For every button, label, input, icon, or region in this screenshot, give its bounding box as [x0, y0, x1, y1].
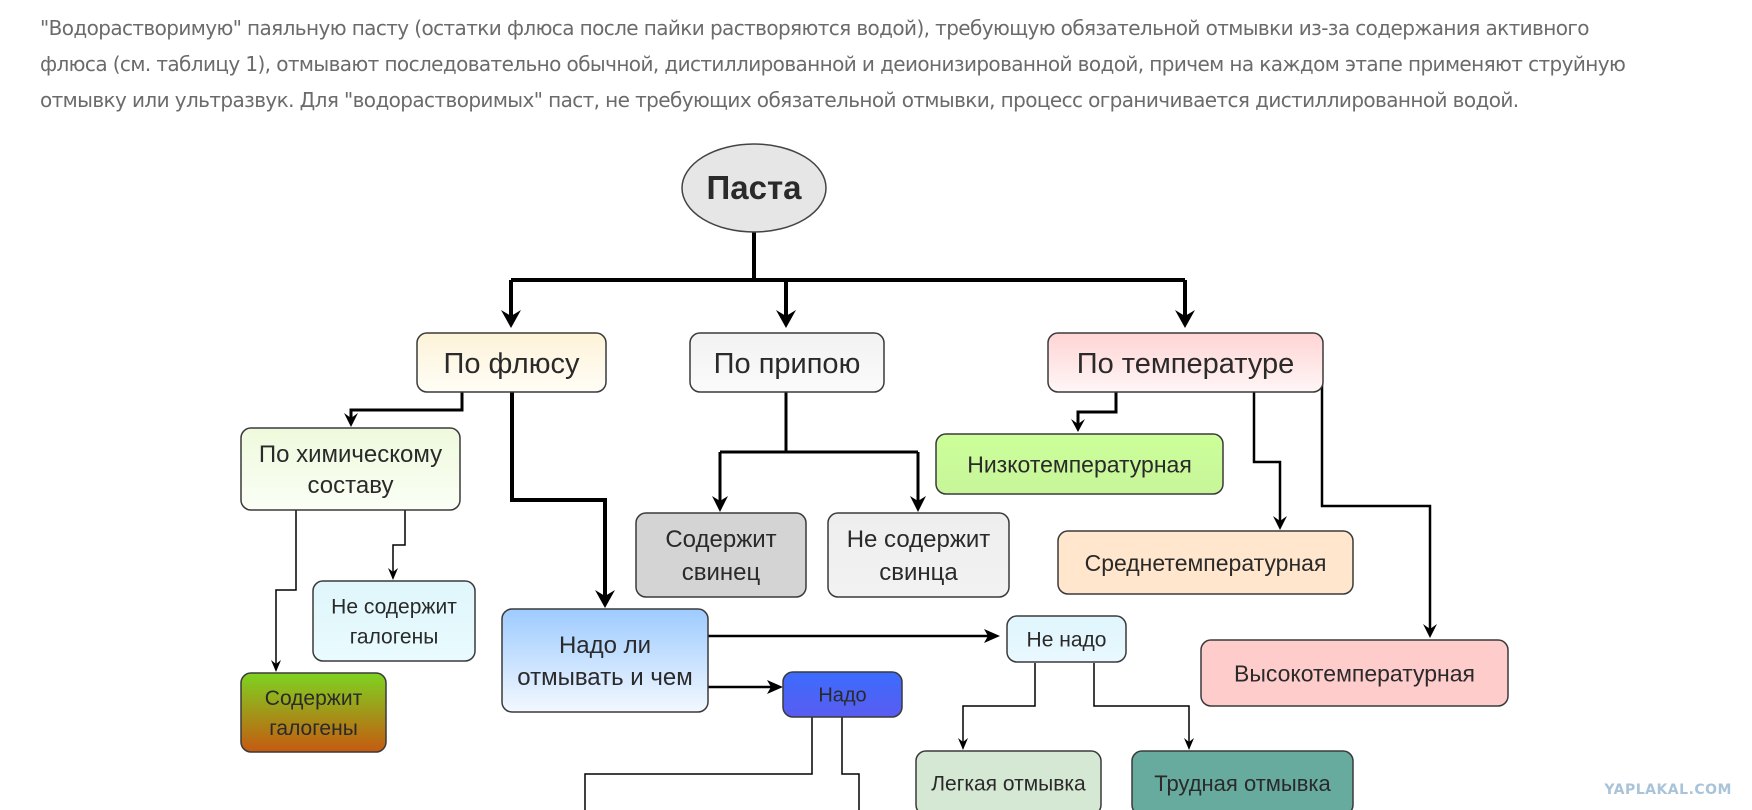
node-label-low-temp: Низкотемпературная [967, 451, 1192, 477]
node-box-by-chem [240, 427, 461, 511]
node-by-temp: По температуре [1047, 332, 1324, 393]
connector-chem-no-halogens [392, 510, 406, 572]
arrowhead-icon [1184, 738, 1194, 750]
connectors [275, 230, 1432, 810]
node-box-high-temp [1200, 639, 1509, 707]
node-label-has-halogens: галогены [269, 717, 358, 740]
node-label-by-solder: По припою [714, 348, 861, 380]
node-label-has-lead: Содержит [665, 526, 776, 553]
connector-flux-wash [510, 392, 607, 598]
node-no-need: Не надо [1006, 615, 1127, 663]
arrowhead-icon [767, 680, 783, 694]
node-box-no-halogens [312, 580, 476, 662]
node-box-easy-wash [915, 750, 1102, 810]
arrowhead-icon [958, 738, 968, 750]
node-no-lead: Не содержит свинца [827, 512, 1010, 598]
node-label-wash-q: отмывать и чем [517, 664, 692, 691]
node-label-mid-temp: Среднетемпературная [1085, 550, 1327, 576]
arrowheads [271, 310, 1437, 750]
arrowhead-icon [1175, 310, 1195, 328]
node-has-halogens: Содержит галогены [240, 672, 387, 753]
arrowhead-icon [1423, 624, 1437, 638]
intro-line: "Водорастворимую" паяльную пасту (остатк… [40, 16, 1589, 40]
arrowhead-icon [1071, 419, 1085, 432]
connector-no-need-hard [1093, 663, 1190, 742]
node-label-wash-q: Надо ли [559, 632, 651, 659]
connector-temp-low [1076, 392, 1118, 425]
node-wash-q: Надо ли отмывать и чем [501, 608, 709, 713]
connector-temp-mid [1252, 392, 1282, 522]
node-box-need [782, 671, 903, 718]
node-label-no-halogens: галогены [350, 626, 439, 649]
arrowhead-icon [344, 413, 358, 427]
watermark-logo: YAPLAKAL.COM [1604, 782, 1732, 798]
node-box-has-halogens [240, 672, 387, 753]
node-label-high-temp: Высокотемпературная [1234, 660, 1475, 686]
node-label-by-temp: По температуре [1077, 348, 1295, 380]
intro-line: флюса (см. таблицу 1), отмывают последов… [40, 52, 1626, 76]
node-box-mid-temp [1057, 530, 1354, 595]
arrowhead-icon [271, 660, 281, 672]
connector-need-right [841, 716, 860, 810]
node-box-by-temp [1047, 332, 1324, 393]
node-label-hard-wash: Трудная отмывка [1154, 771, 1331, 796]
node-label-by-chem: По химическому [259, 441, 442, 468]
node-label-has-lead: свинец [682, 559, 761, 586]
node-label-no-lead: Не содержит [847, 526, 991, 553]
node-label-by-chem: составу [308, 472, 394, 499]
node-box-no-lead [827, 512, 1010, 598]
node-box-by-solder [689, 332, 885, 393]
connector-flux-chem [349, 392, 464, 420]
root-ellipse [681, 143, 827, 233]
arrowhead-icon [595, 590, 615, 608]
node-need: Надо [782, 671, 903, 718]
node-by-flux: По флюсу [416, 332, 607, 393]
node-label-need: Надо [818, 685, 866, 707]
connector-chem-has-halogens [275, 510, 297, 665]
node-label-has-halogens: Содержит [265, 687, 363, 710]
intro-paragraph: "Водорастворимую" паяльную пасту (остатк… [40, 10, 1740, 118]
arrowhead-icon [776, 310, 796, 328]
node-box-hard-wash [1131, 750, 1354, 810]
node-has-lead: Содержит свинец [635, 512, 807, 598]
intro-line: отмывку или ультразвук. Для "водораствор… [40, 88, 1519, 112]
arrowhead-icon [388, 568, 398, 580]
arrowhead-icon [501, 310, 521, 328]
node-by-solder: По припою [689, 332, 885, 393]
connector-no-need-easy [962, 663, 1036, 742]
arrowhead-icon [984, 629, 1000, 643]
node-easy-wash: Легкая отмывка [915, 750, 1102, 810]
arrowhead-icon [712, 496, 728, 512]
node-no-halogens: Не содержит галогены [312, 580, 476, 662]
root-node: Паста [681, 143, 827, 233]
node-label-no-need: Не надо [1027, 629, 1107, 652]
node-label-no-halogens: Не содержит [331, 596, 457, 619]
nodes-layer: По флюсу По припою По температуре По химиче… [240, 332, 1509, 810]
node-box-has-lead [635, 512, 807, 598]
node-by-chem: По химическому составу [240, 427, 461, 511]
node-label-by-flux: По флюсу [444, 348, 580, 380]
node-box-low-temp [935, 433, 1224, 495]
node-box-no-need [1006, 615, 1127, 663]
connector-temp-high [1320, 376, 1432, 630]
connector-need-left [584, 716, 813, 810]
node-label-easy-wash: Легкая отмывка [931, 773, 1086, 796]
node-box-by-flux [416, 332, 607, 393]
node-hard-wash: Трудная отмывка [1131, 750, 1354, 810]
node-low-temp: Низкотемпературная [935, 433, 1224, 495]
node-mid-temp: Среднетемпературная [1057, 530, 1354, 595]
node-box-wash-q [501, 608, 709, 713]
node-label-no-lead: свинца [879, 559, 958, 586]
arrowhead-icon [1273, 516, 1287, 530]
node-high-temp: Высокотемпературная [1200, 639, 1509, 707]
root-label: Паста [707, 169, 803, 206]
arrowhead-icon [910, 496, 926, 512]
